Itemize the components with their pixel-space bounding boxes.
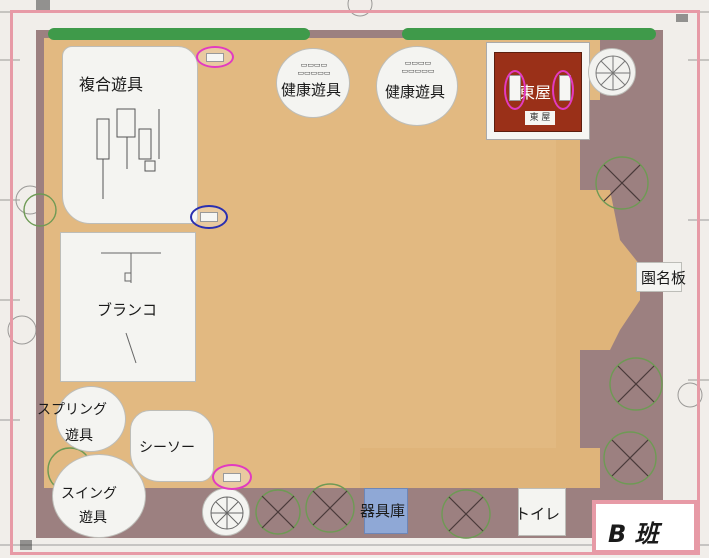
fountain-marker[interactable] [190,205,228,229]
complex-play-drawing [96,108,160,199]
swing-card[interactable]: ブランコ [60,232,196,382]
swing-play-card[interactable]: スイング 遊具 [52,454,146,538]
fitness-equipment-1-card[interactable]: ▭▭▭▭▭▭▭▭▭ 健康遊具 [276,48,350,118]
spring-play-card[interactable]: スプリング 遊具 [37,386,126,452]
fitness-equipment-2-card[interactable]: ▭▭▭▭▭▭▭▭▭ 健康遊具 [376,46,458,126]
bench-marker-azumaya-left[interactable] [504,70,526,110]
azumaya-label: 東屋 [519,83,552,102]
bench-marker-bottom[interactable] [212,464,252,490]
tree-icon [305,483,355,533]
bench-icon [206,53,224,62]
swing-drawing [101,252,161,364]
tree-icon [588,48,636,96]
storage-label: 器具庫 [360,502,406,520]
spring-label-line2: 遊具 [65,428,93,444]
swing-play-label-line1: スイング [61,486,117,502]
complex-play-card[interactable]: 複合遊具 [62,46,198,224]
fitness-2-caption: ▭▭▭▭▭▭▭▭▭ [401,59,435,75]
fitness-1-caption: ▭▭▭▭▭▭▭▭▭ [297,61,331,77]
toilet-label: トイレ [515,505,561,523]
swing-label: ブランコ [97,301,158,319]
tree-icon [595,156,649,210]
tree-icon [255,489,301,535]
tree-icon [441,489,491,539]
seesaw-label: シーソー [139,440,195,456]
fitness-2-label: 健康遊具 [385,83,446,101]
tree-icon [603,431,657,485]
toilet-card[interactable]: トイレ [515,488,566,536]
spring-label-line1: スプリング [37,402,107,418]
board-frame [10,10,700,555]
seesaw-card[interactable]: シーソー [130,410,214,482]
azumaya-tag: 東 屋 [525,111,555,125]
fountain-icon [200,212,218,222]
park-sign-card[interactable]: 園名板 [636,262,686,292]
bench-icon [223,473,241,482]
complex-play-label: 複合遊具 [79,75,144,94]
tree-icon [609,357,663,411]
flower-bench-icon [210,496,244,530]
swing-play-label-line2: 遊具 [79,510,107,526]
tree-icon [23,193,57,227]
bench-marker-top[interactable] [196,46,234,68]
storage-card[interactable] [364,488,408,534]
hedge-left [48,28,310,40]
hedge-right [402,28,656,40]
park-sign-label: 園名板 [641,269,687,287]
round-bench-card[interactable] [202,488,250,536]
group-badge: B 班 [592,500,698,554]
fitness-1-label: 健康遊具 [281,81,342,99]
group-label: B 班 [608,520,659,548]
bench-marker-azumaya-right[interactable] [552,70,574,110]
